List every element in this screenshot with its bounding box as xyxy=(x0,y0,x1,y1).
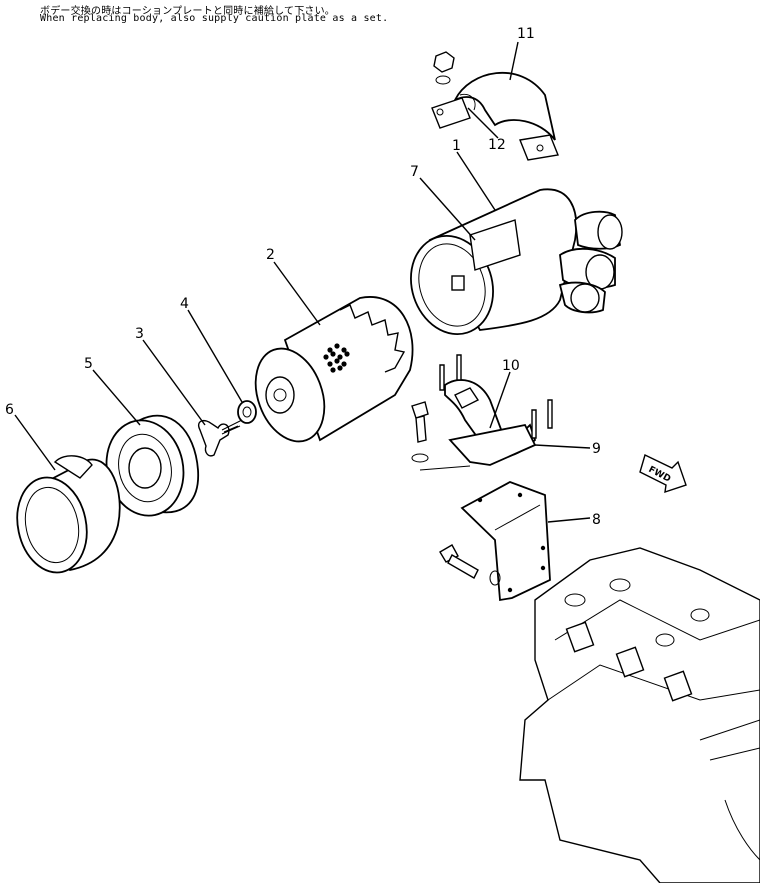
fwd-direction-arrow: FWD xyxy=(639,454,687,494)
callout-labels: 11 12 1 7 2 4 3 5 6 10 9 8 xyxy=(5,26,601,528)
part-11-band-clamp xyxy=(431,71,559,161)
callout-7: 7 xyxy=(410,164,419,180)
callout-3: 3 xyxy=(135,326,144,342)
callout-2: 2 xyxy=(266,247,275,263)
part-3-wing-nut xyxy=(198,419,243,457)
part-1-air-cleaner-body xyxy=(410,188,623,336)
callout-12: 12 xyxy=(488,137,506,153)
callout-8: 8 xyxy=(592,512,601,528)
engine-block xyxy=(519,547,760,883)
part-9-bracket-plate xyxy=(411,354,553,471)
caution-note-japanese: ボデー交換の時はコーションプレートと同時に補給して下さい。 xyxy=(40,6,335,17)
callout-1: 1 xyxy=(452,138,461,154)
callout-10: 10 xyxy=(502,358,520,374)
part-4-washer xyxy=(237,400,257,424)
part-2-filter-element xyxy=(254,296,414,443)
callout-9: 9 xyxy=(592,441,601,457)
callout-11: 11 xyxy=(517,26,535,42)
part-10-cradle xyxy=(444,379,537,458)
callout-4: 4 xyxy=(180,296,189,312)
leader-lines xyxy=(14,41,591,523)
callout-5: 5 xyxy=(84,356,93,372)
part-12-clamp-bolt xyxy=(433,51,476,111)
part-8-mounting-bracket xyxy=(439,481,551,602)
caution-note-english: When replacing body, also supply caution… xyxy=(40,13,389,24)
part-6-dust-cup xyxy=(16,455,121,574)
callout-6: 6 xyxy=(5,402,14,418)
